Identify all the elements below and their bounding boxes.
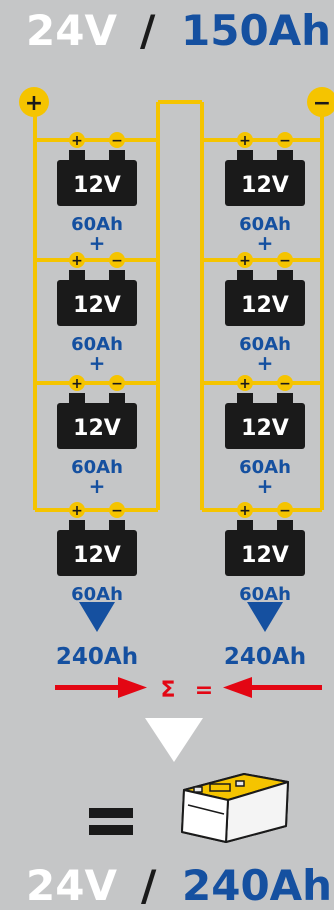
plus-symbol: +	[239, 133, 251, 149]
footer-capacity: 240Ah	[182, 861, 332, 910]
equals-bar-top	[89, 808, 133, 818]
battery-voltage-label: 12V	[73, 293, 121, 318]
series-plus-symbol: +	[257, 351, 274, 375]
plus-symbol: +	[239, 503, 251, 519]
battery-capacity-label: 60Ah	[71, 457, 123, 478]
main-negative-terminal: −	[307, 87, 334, 117]
positive-terminal-icon	[69, 502, 85, 518]
series-plus-symbol: +	[89, 474, 106, 498]
battery-capacity-label: 60Ah	[71, 584, 123, 605]
right-string-total: 240Ah	[224, 644, 306, 670]
battery-voltage-label: 12V	[241, 173, 289, 198]
wiring	[33, 100, 324, 512]
left-down-arrow-icon	[79, 602, 115, 632]
battery-voltage-label: 12V	[241, 543, 289, 568]
battery-capacity-label: 60Ah	[71, 214, 123, 235]
negative-terminal-icon	[277, 502, 293, 518]
battery-unit: 12V+−60Ah+	[57, 375, 137, 498]
battery-body	[57, 403, 137, 449]
minus-symbol: −	[111, 376, 123, 392]
battery-voltage-label: 12V	[73, 173, 121, 198]
sum-row: Σ =	[55, 677, 322, 703]
minus-symbol: −	[111, 133, 123, 149]
minus-symbol: −	[279, 253, 291, 269]
plus-symbol: +	[71, 133, 83, 149]
minus-symbol: −	[279, 376, 291, 392]
main-minus-symbol: −	[313, 91, 331, 116]
negative-terminal-icon	[109, 252, 125, 268]
left-pointing-red-arrow-icon	[223, 677, 252, 698]
battery-body	[225, 403, 305, 449]
equals-bar-bottom	[89, 825, 133, 835]
battery-unit: 12V+−60Ah+	[57, 252, 137, 375]
minus-symbol: −	[111, 253, 123, 269]
positive-terminal-icon	[237, 252, 253, 268]
left-string-total: 240Ah	[56, 644, 138, 670]
battery-capacity-label: 60Ah	[71, 334, 123, 355]
battery-unit: 12V+−60Ah+	[225, 252, 305, 375]
main-plus-symbol: +	[25, 91, 43, 116]
left-red-arrow-shaft	[55, 685, 125, 690]
right-red-arrow-shaft	[245, 685, 322, 690]
battery-capacity-label: 60Ah	[239, 334, 291, 355]
plus-symbol: +	[71, 253, 83, 269]
big-down-arrow-icon	[145, 718, 203, 762]
battery-body	[57, 280, 137, 326]
battery-array: 12V+−60Ah+12V+−60Ah+12V+−60Ah+12V+−60Ah1…	[57, 132, 305, 605]
positive-terminal-icon	[237, 502, 253, 518]
battery-capacity-label: 60Ah	[239, 214, 291, 235]
battery-unit: 12V+−60Ah+	[225, 375, 305, 498]
positive-terminal-icon	[69, 252, 85, 268]
header-voltage: 24V	[26, 6, 117, 55]
minus-symbol: −	[279, 133, 291, 149]
negative-terminal-icon	[109, 502, 125, 518]
minus-symbol: −	[111, 503, 123, 519]
sigma-symbol: Σ	[160, 678, 175, 703]
battery-voltage-label: 12V	[73, 416, 121, 441]
battery-voltage-label: 12V	[241, 416, 289, 441]
footer-voltage: 24V	[26, 861, 117, 910]
main-positive-terminal: +	[19, 87, 49, 117]
right-pointing-red-arrow-icon	[118, 677, 147, 698]
battery-unit: 12V+−60Ah+	[225, 132, 305, 255]
plus-symbol: +	[239, 376, 251, 392]
battery-voltage-label: 12V	[73, 543, 121, 568]
minus-symbol: −	[279, 503, 291, 519]
battery-capacity-label: 60Ah	[239, 584, 291, 605]
plus-symbol: +	[71, 503, 83, 519]
battery-unit: 12V + − 60Ah	[57, 502, 137, 605]
negative-terminal-icon	[277, 375, 293, 391]
positive-terminal-icon	[69, 375, 85, 391]
positive-terminal-icon	[69, 132, 85, 148]
battery-unit: 12V + − 60Ah	[225, 502, 305, 605]
battery-unit: 12V+−60Ah+	[57, 132, 137, 255]
series-plus-symbol: +	[257, 474, 274, 498]
series-plus-symbol: +	[89, 231, 106, 255]
battery-body	[57, 160, 137, 206]
footer-separator: /	[141, 861, 157, 910]
battery-body	[225, 280, 305, 326]
battery-voltage-label: 12V	[241, 293, 289, 318]
negative-terminal-icon	[277, 132, 293, 148]
car-battery-icon	[181, 773, 289, 843]
header-capacity: 150Ah	[181, 6, 331, 55]
right-down-arrow-icon	[247, 602, 283, 632]
battery-capacity-label: 60Ah	[239, 457, 291, 478]
positive-terminal-icon	[237, 132, 253, 148]
battery-body	[57, 530, 137, 576]
battery-body	[225, 530, 305, 576]
plus-symbol: +	[239, 253, 251, 269]
series-plus-symbol: +	[89, 351, 106, 375]
equals-symbol: =	[195, 678, 213, 703]
negative-terminal-icon	[277, 252, 293, 268]
positive-terminal-icon	[237, 375, 253, 391]
series-plus-symbol: +	[257, 231, 274, 255]
battery-body	[225, 160, 305, 206]
negative-terminal-icon	[109, 132, 125, 148]
header-separator: /	[140, 6, 156, 55]
plus-symbol: +	[71, 376, 83, 392]
negative-terminal-icon	[109, 375, 125, 391]
